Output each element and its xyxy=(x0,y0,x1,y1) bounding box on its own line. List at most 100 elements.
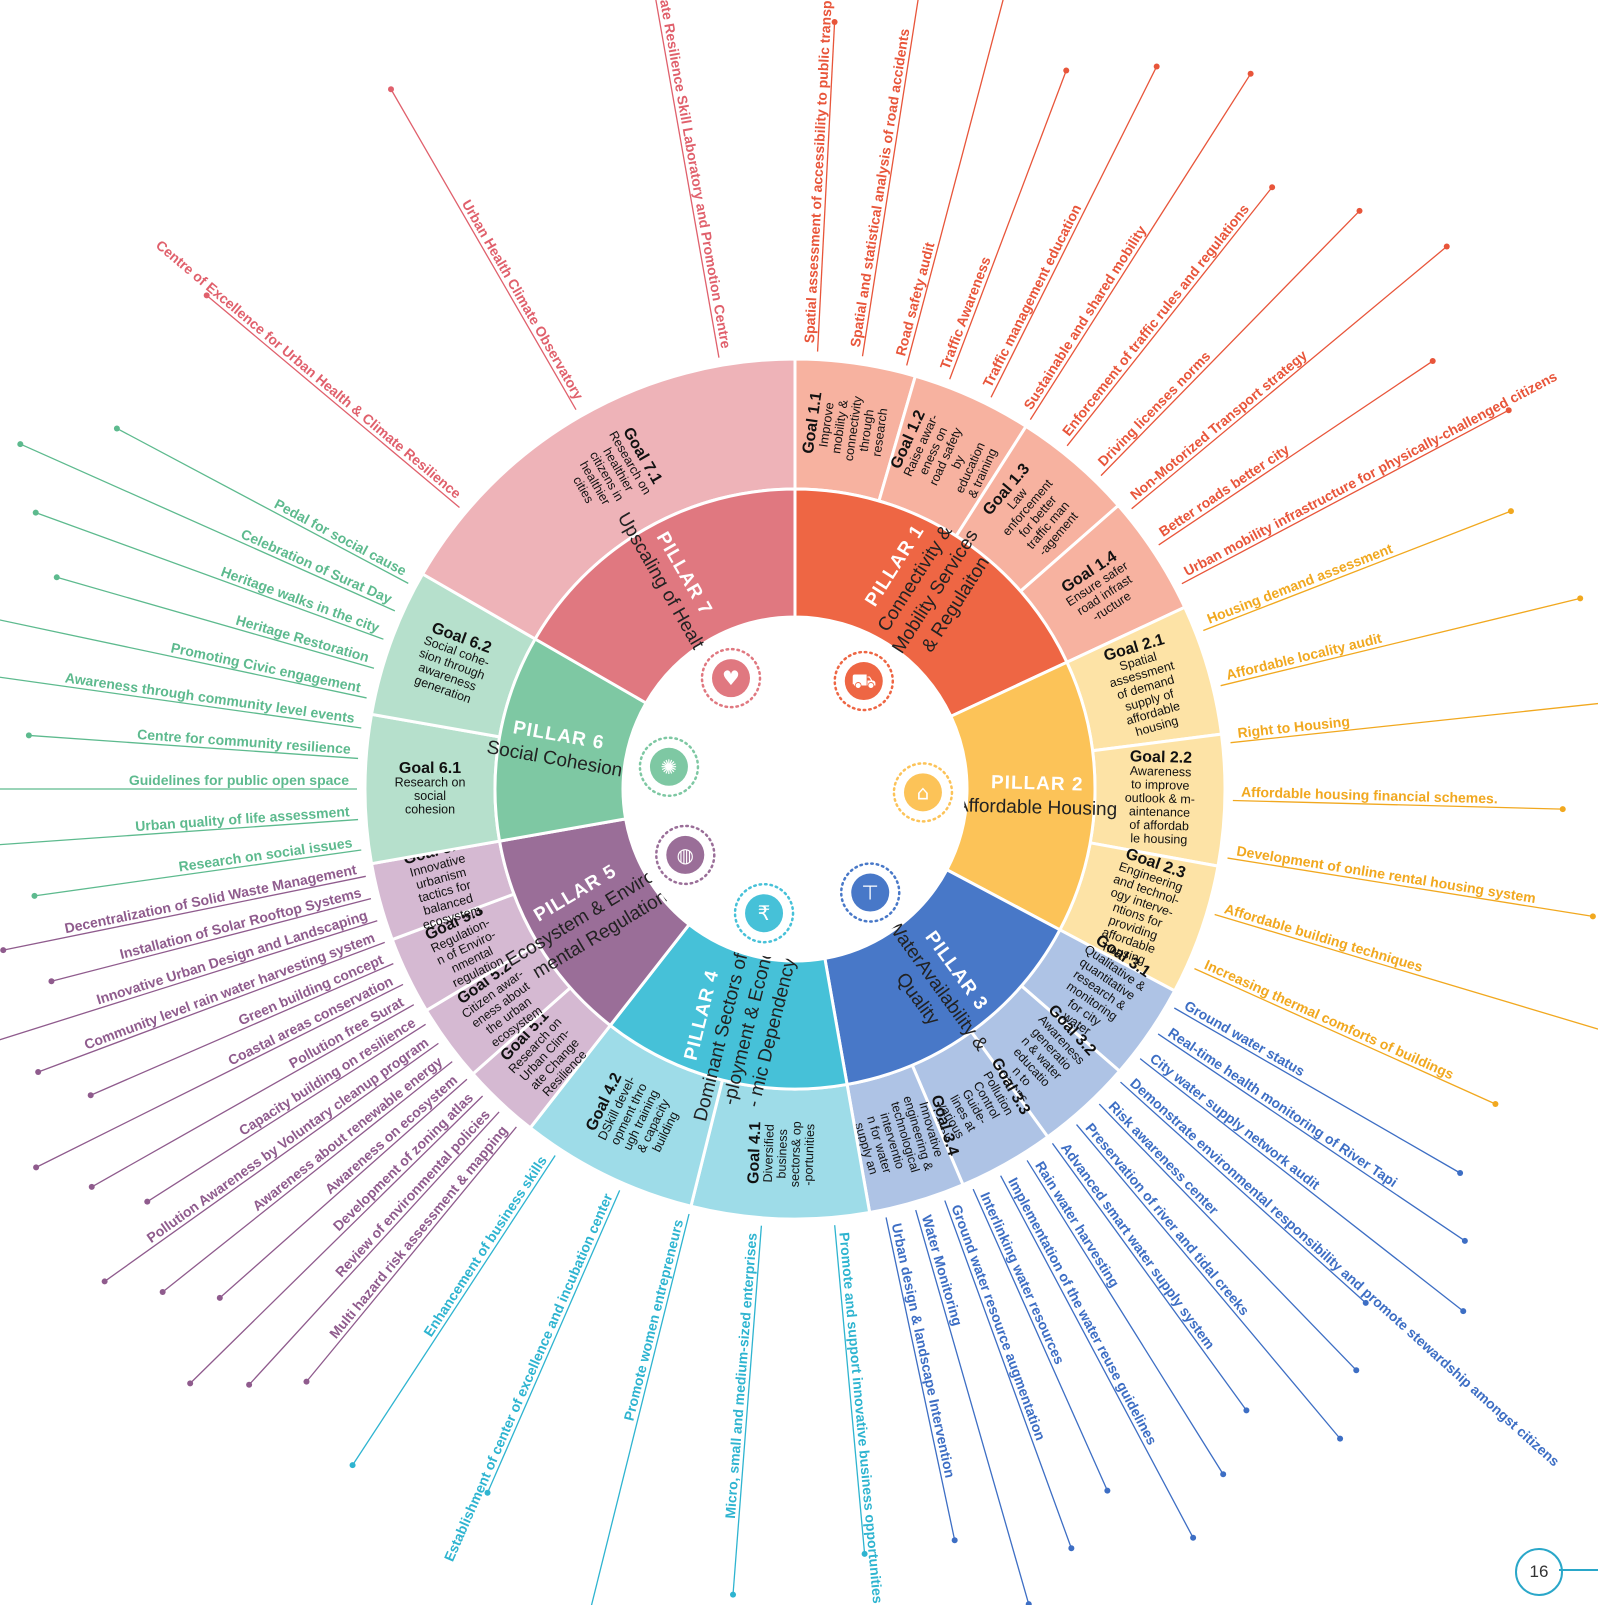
pillar-title: PILLAR 2 xyxy=(991,772,1084,795)
svg-text:◍: ◍ xyxy=(677,843,694,867)
activity-label: Sustainable and shared mobility xyxy=(1020,222,1149,412)
goal-desc-line: business xyxy=(774,1129,790,1179)
goal-desc-line: aintenance xyxy=(1129,804,1191,820)
goal-desc-line: social xyxy=(414,789,446,803)
activity-ray: Promote and support innovative business … xyxy=(834,1225,892,1605)
house-icon: ⌂ xyxy=(892,762,954,823)
activity-label: Micro, small and medium-sized enterprise… xyxy=(722,1232,760,1519)
activity-label: Affordable housing financial schemes. xyxy=(1241,784,1498,807)
activity-ray: Road safety audit xyxy=(892,0,1004,366)
activity-ray: Affordable building techniques xyxy=(1214,900,1598,1030)
goal-desc-line: through xyxy=(857,409,877,453)
activity-ray: Affordable housing financial schemes. xyxy=(1232,784,1566,813)
activity-ray: Guidelines for public open space xyxy=(0,772,357,790)
water-tap-icon: ⊤ xyxy=(839,862,901,923)
activity-ray: Spatial assessment of accessibility to p… xyxy=(801,0,838,352)
activity-ray: Promote women entrepreneurs xyxy=(590,1213,690,1605)
goal-desc-line: of affordab xyxy=(1129,818,1189,834)
activity-ray: Affordable locality audit xyxy=(1220,595,1584,687)
goal-desc-line: cohesion xyxy=(405,802,455,816)
activity-ray: Micro, small and medium-sized enterprise… xyxy=(722,1225,763,1598)
activity-ray: Urban Health & Climate Resilience Skill … xyxy=(634,0,735,358)
activity-label: Traffic management education xyxy=(979,202,1084,390)
activity-label: Road safety audit xyxy=(892,240,937,357)
activity-label: Traffic Awareness xyxy=(937,254,994,371)
globe-in-hand-icon: ◍ xyxy=(655,824,716,886)
activity-ray: Establishment of center of excellence an… xyxy=(441,1190,621,1564)
goal-desc-line: Diversified xyxy=(761,1124,777,1183)
activity-label: Urban Health & Climate Resilience Skill … xyxy=(634,0,735,350)
goal-desc-line: research xyxy=(870,407,891,457)
activity-label: Urban quality of life assessment xyxy=(135,803,351,834)
goal-code: Goal 2.2 xyxy=(1130,748,1193,767)
activity-ray: Pedal for social cause xyxy=(113,425,410,584)
goal-desc-line: Awareness xyxy=(1130,764,1192,780)
pillar-icons: ⛟ ⌂ ⊤ ₹ ◍ ✺ ♥ xyxy=(625,619,965,959)
activity-label: Promote women entrepreneurs xyxy=(621,1217,687,1422)
activity-ray: Pollution Awareness by Voluntary cleanup… xyxy=(101,1034,439,1285)
svg-text:⛟: ⛟ xyxy=(851,669,876,693)
goal-code: Goal 6.1 xyxy=(399,760,461,777)
svg-text:₹: ₹ xyxy=(758,901,771,925)
goal-desc-line: Improve xyxy=(816,401,836,448)
activity-ray: Demonstrate environmental responsibility… xyxy=(1120,1075,1563,1470)
activity-label: Urban Health Climate Observatory xyxy=(459,197,587,403)
activity-label: Demonstrate environmental responsibility… xyxy=(1127,1075,1563,1470)
goal-desc-line: to improve xyxy=(1131,777,1190,793)
goal-desc-line: sectors& op xyxy=(788,1121,804,1187)
pillar-name-line: Affordable Housing xyxy=(956,795,1118,820)
activity-label: Centre of Excellence for Urban Health & … xyxy=(153,237,464,502)
activity-label: Affordable building techniques xyxy=(1223,900,1425,974)
page-number: 16 xyxy=(1515,1548,1563,1596)
svg-text:⌂: ⌂ xyxy=(917,780,930,804)
activity-label: Spatial and statistical analysis of road… xyxy=(847,27,912,348)
activity-ray: Housing demand assessment xyxy=(1203,508,1514,632)
activity-label: Right to Housing xyxy=(1237,713,1351,741)
activity-label: Affordable locality audit xyxy=(1224,630,1383,683)
activity-label: Enhancement of business skills xyxy=(420,1153,550,1340)
goal-desc-line: by xyxy=(949,453,968,471)
svg-text:♥: ♥ xyxy=(722,666,740,690)
goal-desc-line: outlook & m- xyxy=(1125,791,1196,807)
activity-ray: Right to Housing xyxy=(1230,702,1598,744)
svg-text:⊤: ⊤ xyxy=(862,881,879,905)
activity-label: Guidelines for public open space xyxy=(129,772,349,788)
goal-code: Goal 4.1 xyxy=(745,1121,764,1184)
goal-desc-line: -portunities xyxy=(801,1124,817,1186)
activity-label: Centre for community resilience xyxy=(137,726,352,757)
activity-label: Establishment of center of excellence an… xyxy=(441,1190,616,1563)
activity-label: Development of online rental housing sys… xyxy=(1236,843,1537,907)
heart-pulse-icon: ♥ xyxy=(700,647,762,709)
bus-and-fuel-icon: ⛟ xyxy=(833,650,895,712)
activity-ray: Development of online rental housing sys… xyxy=(1227,843,1596,920)
activity-ray: Research on social issues xyxy=(31,834,362,899)
activity-label: Spatial assessment of accessibility to p… xyxy=(801,0,836,344)
activity-ray: Centre of Excellence for Urban Health & … xyxy=(153,237,464,508)
activity-ray: Urban Health Climate Observatory xyxy=(388,86,587,411)
pillar-sector-p2 xyxy=(944,660,1097,932)
goal-desc-line: le housing xyxy=(1130,831,1187,846)
svg-text:✺: ✺ xyxy=(661,755,678,779)
pillar-sector-p7 xyxy=(533,487,797,706)
activity-label: Pedal for social cause xyxy=(272,496,410,579)
activity-ray: Centre for community resilience xyxy=(25,726,359,760)
community-circle-icon: ✺ xyxy=(638,736,700,798)
pillar-sector-p1 xyxy=(793,487,1069,719)
activity-label: Non-Motorized Transport strategy xyxy=(1127,347,1310,503)
activity-ray: Traffic Awareness xyxy=(937,67,1070,380)
goal-desc-line: Research on xyxy=(395,775,466,789)
page-number-connector xyxy=(1559,1569,1598,1571)
rupee-coin-icon: ₹ xyxy=(733,882,795,944)
